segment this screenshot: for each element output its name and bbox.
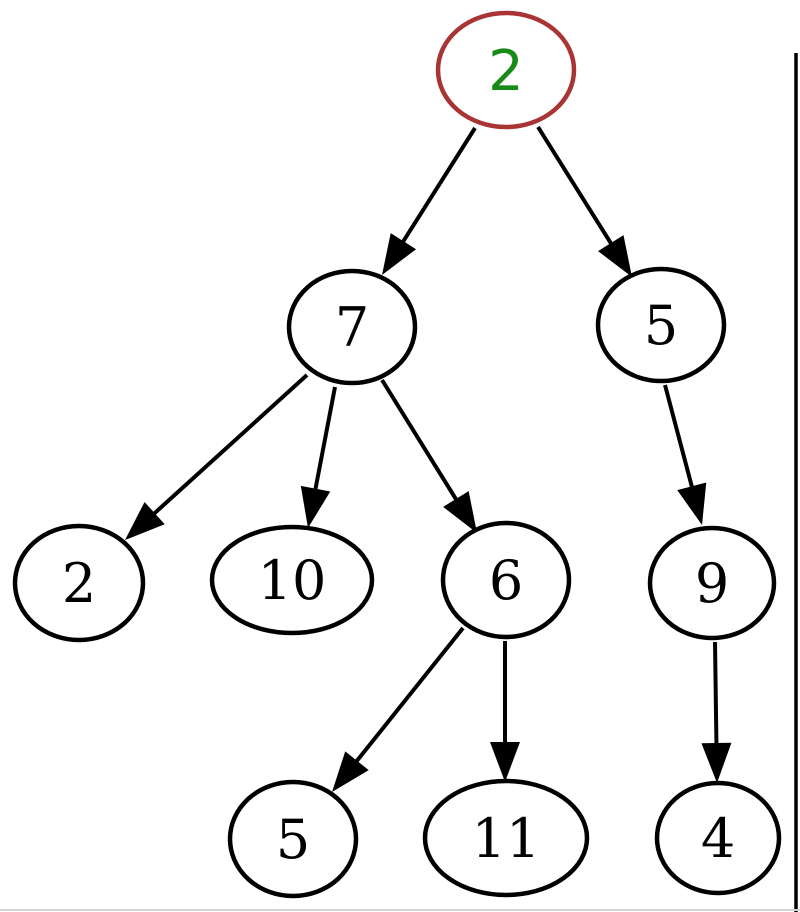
edge-arrowhead-n6-n11: [490, 742, 520, 782]
edge-arrowhead-root-n7: [382, 233, 417, 275]
edge-arrowhead-root-n5a: [598, 235, 632, 277]
tree-node-n2b-label: 2: [62, 552, 96, 615]
tree-node-n5b-label: 5: [276, 808, 310, 871]
edge-line-n7-n6: [380, 378, 460, 504]
tree-node-n2b-shape: [12, 523, 146, 643]
tree-node-n9-shape: [647, 525, 777, 641]
tree-node-n5a-label: 5: [644, 294, 678, 357]
edge-line-n7-n10: [312, 386, 337, 494]
tree-node-n7-label: 7: [335, 296, 369, 359]
edge-line-n9-n4: [713, 641, 719, 748]
edge-line-root-n5a: [536, 125, 615, 248]
tree-node-n7-shape: [286, 268, 418, 386]
edge-arrowhead-n7-n10: [300, 485, 331, 528]
tree-node-n4-shape: [654, 780, 782, 896]
tree-node-n6-shape: [440, 520, 572, 640]
tree-node-n11-label: 11: [472, 807, 541, 870]
tree-node-n4-label: 4: [701, 807, 735, 870]
tree-node-n10-label: 10: [258, 549, 327, 612]
edge-line-n7-n2b: [150, 373, 309, 518]
tree-node-n11-shape: [422, 778, 590, 898]
edge-line-n5a-n9: [663, 384, 695, 491]
tree-node-root-label: 2: [488, 39, 524, 104]
edge-arrowhead-n5a-n9: [677, 482, 707, 525]
tree-node-root-shape: [435, 10, 577, 130]
tree-node-n9-label: 9: [695, 552, 729, 615]
tree-node-n6-label: 6: [489, 549, 523, 612]
edge-line-root-n7: [399, 126, 477, 246]
edge-arrowhead-n9-n4: [701, 742, 732, 783]
tree-node-n10-shape: [209, 524, 375, 636]
edge-arrowhead-n7-n6: [443, 491, 477, 533]
edge-arrowhead-n7-n2b: [125, 502, 165, 540]
tree-node-n5b-shape: [227, 779, 359, 899]
tree-node-n5a-shape: [595, 266, 727, 384]
edge-line-n6-n5b: [352, 626, 465, 766]
edge-arrowhead-n6-n5b: [332, 751, 369, 792]
